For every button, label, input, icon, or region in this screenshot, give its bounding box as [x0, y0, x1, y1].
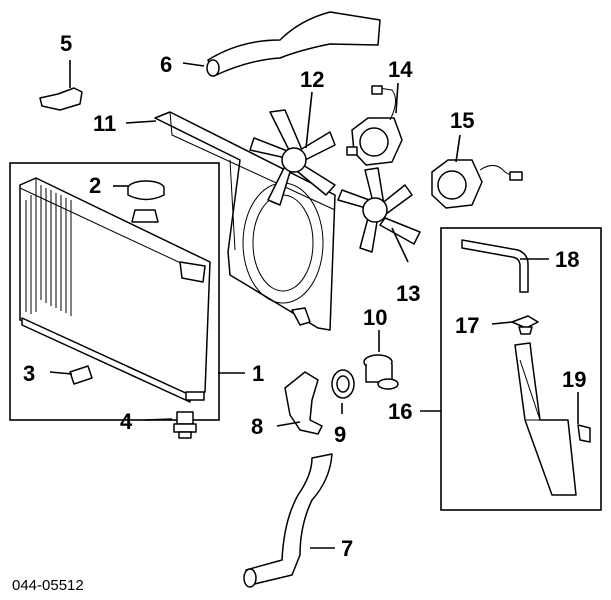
leader-lines — [49, 60, 579, 549]
lower-hose-end — [243, 568, 257, 588]
radiator-group-frame — [9, 162, 220, 421]
callout-3: 3 — [23, 361, 35, 386]
cooling-fan-right — [337, 167, 421, 253]
radiator-core — [19, 177, 211, 403]
callout-6: 6 — [160, 52, 172, 77]
overflow-hose — [461, 239, 529, 293]
radiator-filler-neck — [131, 209, 159, 223]
callout-13: 13 — [396, 281, 420, 306]
callout-9: 9 — [334, 422, 346, 447]
callout-17: 17 — [455, 313, 479, 338]
cooling-fan-left — [249, 109, 336, 206]
callout-5: 5 — [60, 31, 72, 56]
callout-8: 8 — [251, 414, 263, 439]
water-inlet — [284, 371, 323, 435]
callout-4: 4 — [120, 409, 133, 434]
reservoir-group-frame — [440, 227, 602, 511]
callout-11: 11 — [93, 111, 116, 136]
callout-10: 10 — [363, 305, 387, 330]
diagram-code: 044-05512 — [12, 577, 84, 594]
fan-motor-15 — [431, 159, 523, 209]
callout-labels: 1 2 3 4 5 6 7 8 9 10 11 12 13 14 15 16 1… — [23, 31, 586, 561]
thermostat — [363, 354, 399, 390]
callout-16: 16 — [388, 399, 412, 424]
callout-2: 2 — [89, 173, 101, 198]
drain-plug — [173, 411, 197, 439]
reservoir-bracket — [577, 424, 591, 443]
radiator-hose-lower — [245, 453, 333, 586]
callout-1: 1 — [252, 361, 264, 386]
callout-14: 14 — [388, 57, 413, 82]
radiator-cap — [127, 180, 165, 201]
callout-18: 18 — [555, 247, 579, 272]
coolant-reservoir — [514, 342, 577, 496]
drain-cock — [69, 365, 93, 385]
upper-hose-end — [206, 59, 220, 77]
callout-7: 7 — [341, 536, 353, 561]
reservoir-cap — [511, 315, 539, 335]
thermostat-gasket — [331, 369, 355, 399]
radiator-hose-upper — [207, 11, 381, 77]
callout-12: 12 — [300, 67, 324, 92]
radiator-support-bracket — [39, 87, 83, 111]
fan-motor-14 — [346, 85, 403, 166]
callout-19: 19 — [562, 367, 586, 392]
callout-15: 15 — [450, 108, 474, 133]
